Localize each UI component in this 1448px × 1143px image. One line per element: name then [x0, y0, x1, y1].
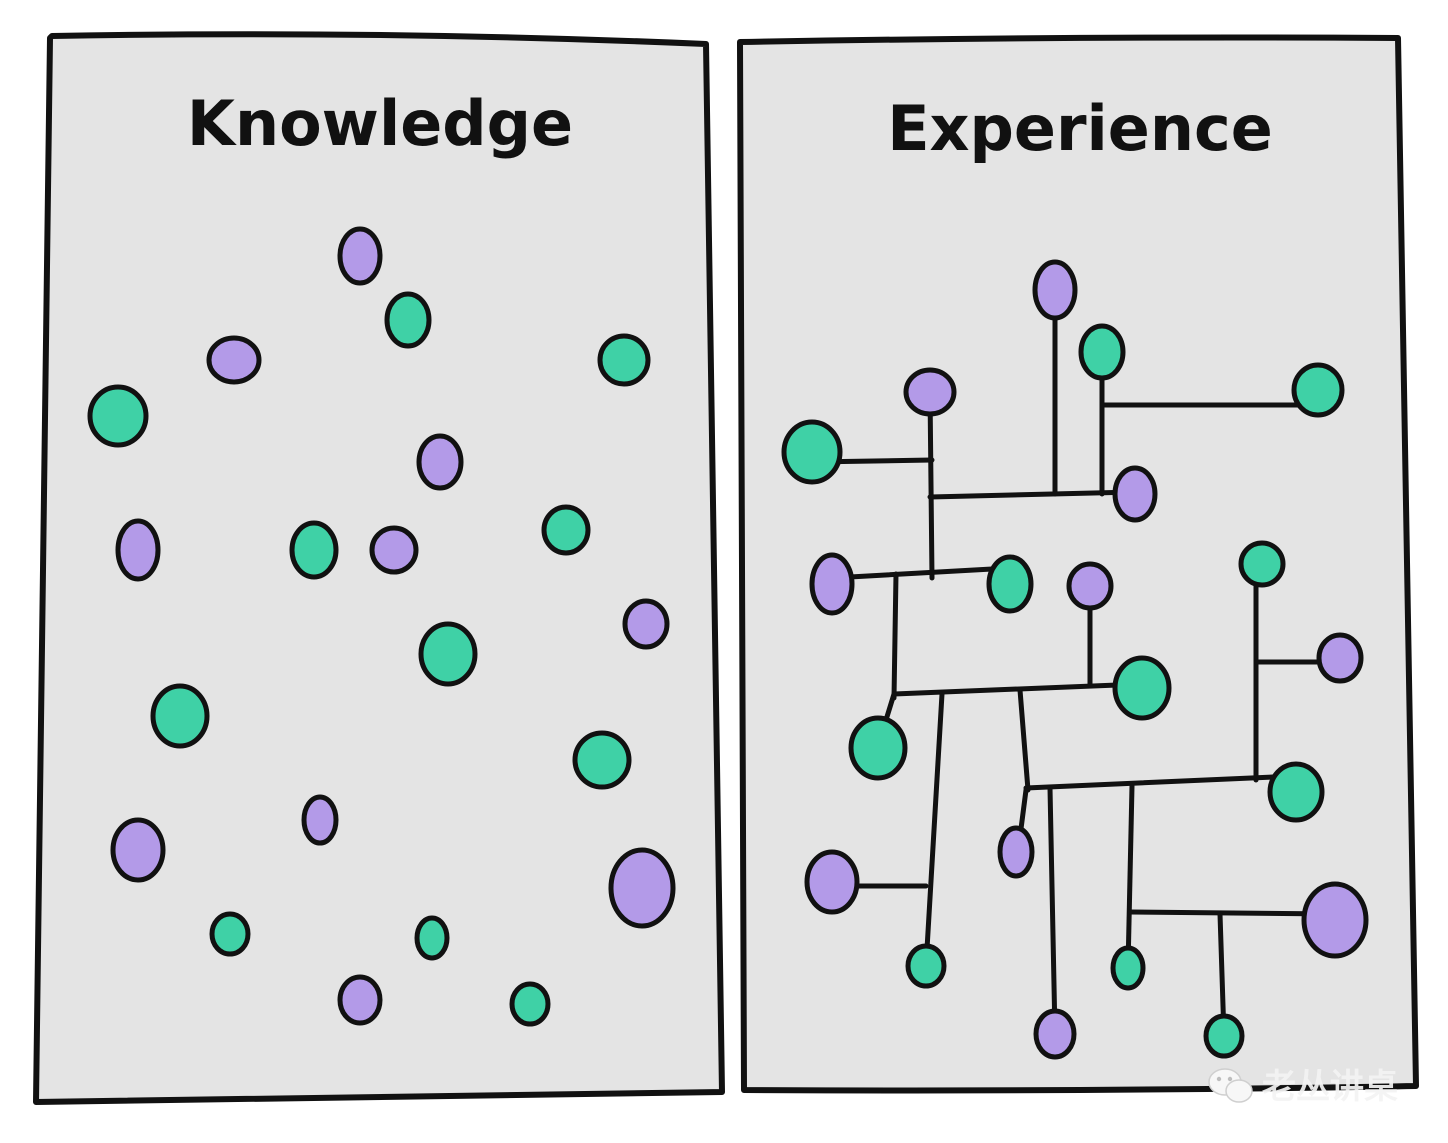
purple-node — [804, 849, 860, 915]
purple-node — [997, 825, 1035, 879]
connection-line — [1017, 687, 1031, 793]
purple-node — [337, 226, 383, 286]
green-node — [1078, 323, 1126, 381]
wechat-icon — [1208, 1068, 1253, 1103]
purple-node — [301, 794, 339, 846]
connection-line — [1047, 785, 1058, 1037]
connection-line — [927, 389, 935, 581]
purple-node — [1301, 881, 1369, 959]
green-node — [905, 943, 947, 989]
green-node — [1112, 655, 1172, 721]
knowledge-title: Knowledge — [187, 87, 573, 160]
purple-node — [903, 367, 957, 417]
green-node — [781, 419, 843, 485]
green-node — [87, 384, 149, 448]
connection-line — [923, 691, 945, 969]
connection-line — [891, 571, 899, 701]
purple-node — [622, 598, 670, 650]
green-node — [1203, 1013, 1245, 1059]
connection-line — [1023, 773, 1299, 791]
connection-line — [829, 565, 1013, 581]
connection-line — [1125, 783, 1135, 971]
green-node — [1238, 540, 1286, 588]
green-node — [384, 291, 432, 349]
connection-line — [927, 489, 1138, 500]
watermark-text: 老丛讲桌 — [1262, 1067, 1398, 1107]
purple-node — [809, 552, 855, 616]
green-node — [509, 981, 551, 1027]
knowledge-nodes — [87, 226, 676, 1027]
green-node — [597, 333, 651, 387]
experience-panel-frame — [737, 34, 1419, 1094]
green-node — [572, 730, 632, 790]
green-node — [986, 554, 1034, 614]
green-node — [541, 504, 591, 556]
purple-node — [1032, 259, 1078, 321]
green-node — [848, 715, 908, 781]
purple-node — [369, 525, 419, 575]
purple-node — [110, 817, 166, 883]
green-node — [150, 683, 210, 749]
purple-node — [337, 974, 383, 1026]
experience-title: Experience — [887, 92, 1273, 165]
green-node — [1291, 362, 1345, 418]
green-node — [289, 520, 339, 580]
purple-node — [416, 433, 464, 491]
purple-node — [608, 847, 676, 929]
connection-line — [1127, 909, 1338, 917]
purple-node — [115, 518, 161, 582]
purple-node — [1112, 465, 1158, 523]
green-node — [209, 911, 251, 957]
experience-nodes — [781, 259, 1369, 1060]
green-node — [1267, 761, 1325, 823]
purple-node — [1316, 632, 1364, 684]
purple-node — [206, 335, 262, 385]
watermark: 老丛讲桌 — [1208, 1067, 1398, 1107]
green-node — [414, 915, 450, 961]
purple-node — [1066, 561, 1114, 611]
green-node — [1110, 945, 1146, 991]
green-node — [418, 621, 478, 687]
purple-node — [1033, 1008, 1077, 1060]
